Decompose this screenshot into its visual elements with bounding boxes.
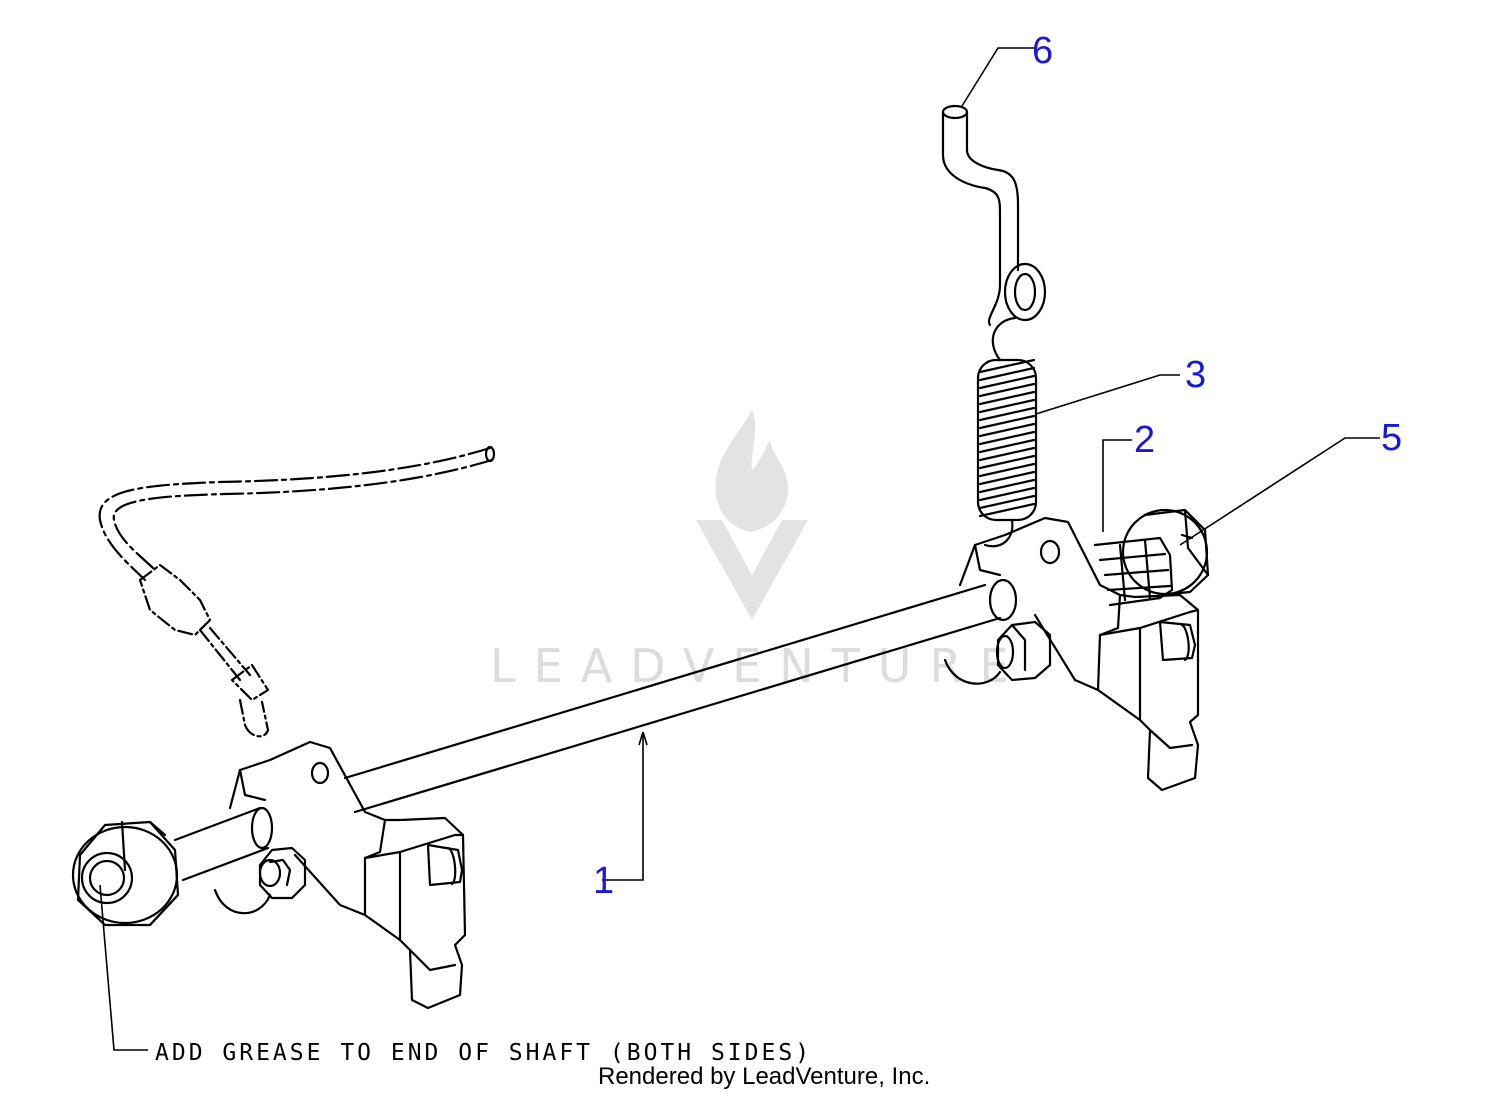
spring-part-3	[976, 316, 1038, 548]
arrowhead-1	[638, 731, 648, 746]
leader-6	[961, 47, 1035, 107]
left-bolt	[258, 846, 307, 900]
leader-2	[1102, 439, 1132, 532]
right-flange-nut-part-5	[1121, 508, 1210, 597]
leadventure-flame-logo-icon	[696, 410, 808, 620]
callouts: 1 2 3 5 6	[593, 30, 1402, 902]
leader-3	[1035, 374, 1180, 415]
left-flange-nut	[71, 820, 180, 927]
grease-note: ADD GREASE TO END OF SHAFT (BOTH SIDES)	[155, 1040, 812, 1066]
callout-5: 5	[1381, 417, 1402, 459]
spring-rod-part-6	[941, 104, 1047, 327]
callout-3: 3	[1185, 354, 1206, 396]
callout-2: 2	[1134, 419, 1155, 461]
callout-1: 1	[593, 860, 614, 902]
watermark: LEADVENTURE	[490, 410, 1027, 693]
spline-hub-part-2	[1093, 536, 1174, 607]
leader-note	[99, 884, 148, 1051]
render-credit: Rendered by LeadVenture, Inc.	[598, 1063, 930, 1090]
leader-5	[1179, 437, 1380, 546]
shaft-part-1	[173, 578, 1018, 915]
right-bracket	[958, 516, 1200, 792]
leader-1	[602, 732, 644, 881]
leader-lines	[99, 47, 1380, 1051]
left-bracket	[228, 740, 467, 1010]
watermark-text: LEADVENTURE	[490, 639, 1027, 693]
right-bolt	[995, 620, 1052, 682]
callout-6: 6	[1032, 30, 1053, 72]
cable	[98, 445, 496, 738]
